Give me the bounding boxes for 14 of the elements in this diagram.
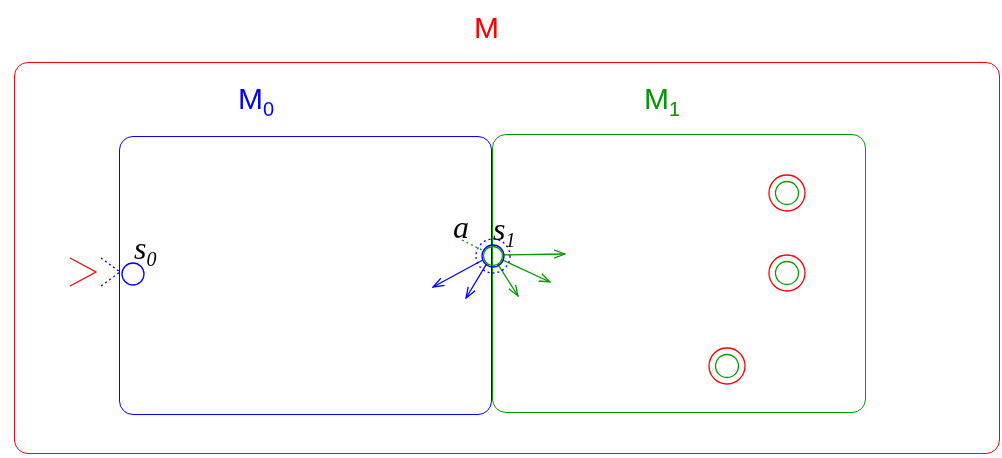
- box-title: M: [474, 13, 499, 43]
- box-title: M$_{0}$: [238, 84, 275, 119]
- state-label: s$_{0}$: [134, 232, 157, 270]
- box-title: M$_{1}$: [644, 84, 681, 119]
- state-label: s$_{1}$: [493, 213, 516, 251]
- initial-arrow-head: [69, 257, 98, 287]
- dotted-stub: [461, 239, 483, 251]
- arrow: [497, 263, 519, 297]
- arrow: [432, 259, 483, 288]
- state-label: a: [453, 211, 469, 243]
- arrow: [502, 249, 566, 259]
- arrow: [465, 263, 487, 299]
- initial-arrow-head: [100, 257, 122, 287]
- arrow: [501, 259, 551, 283]
